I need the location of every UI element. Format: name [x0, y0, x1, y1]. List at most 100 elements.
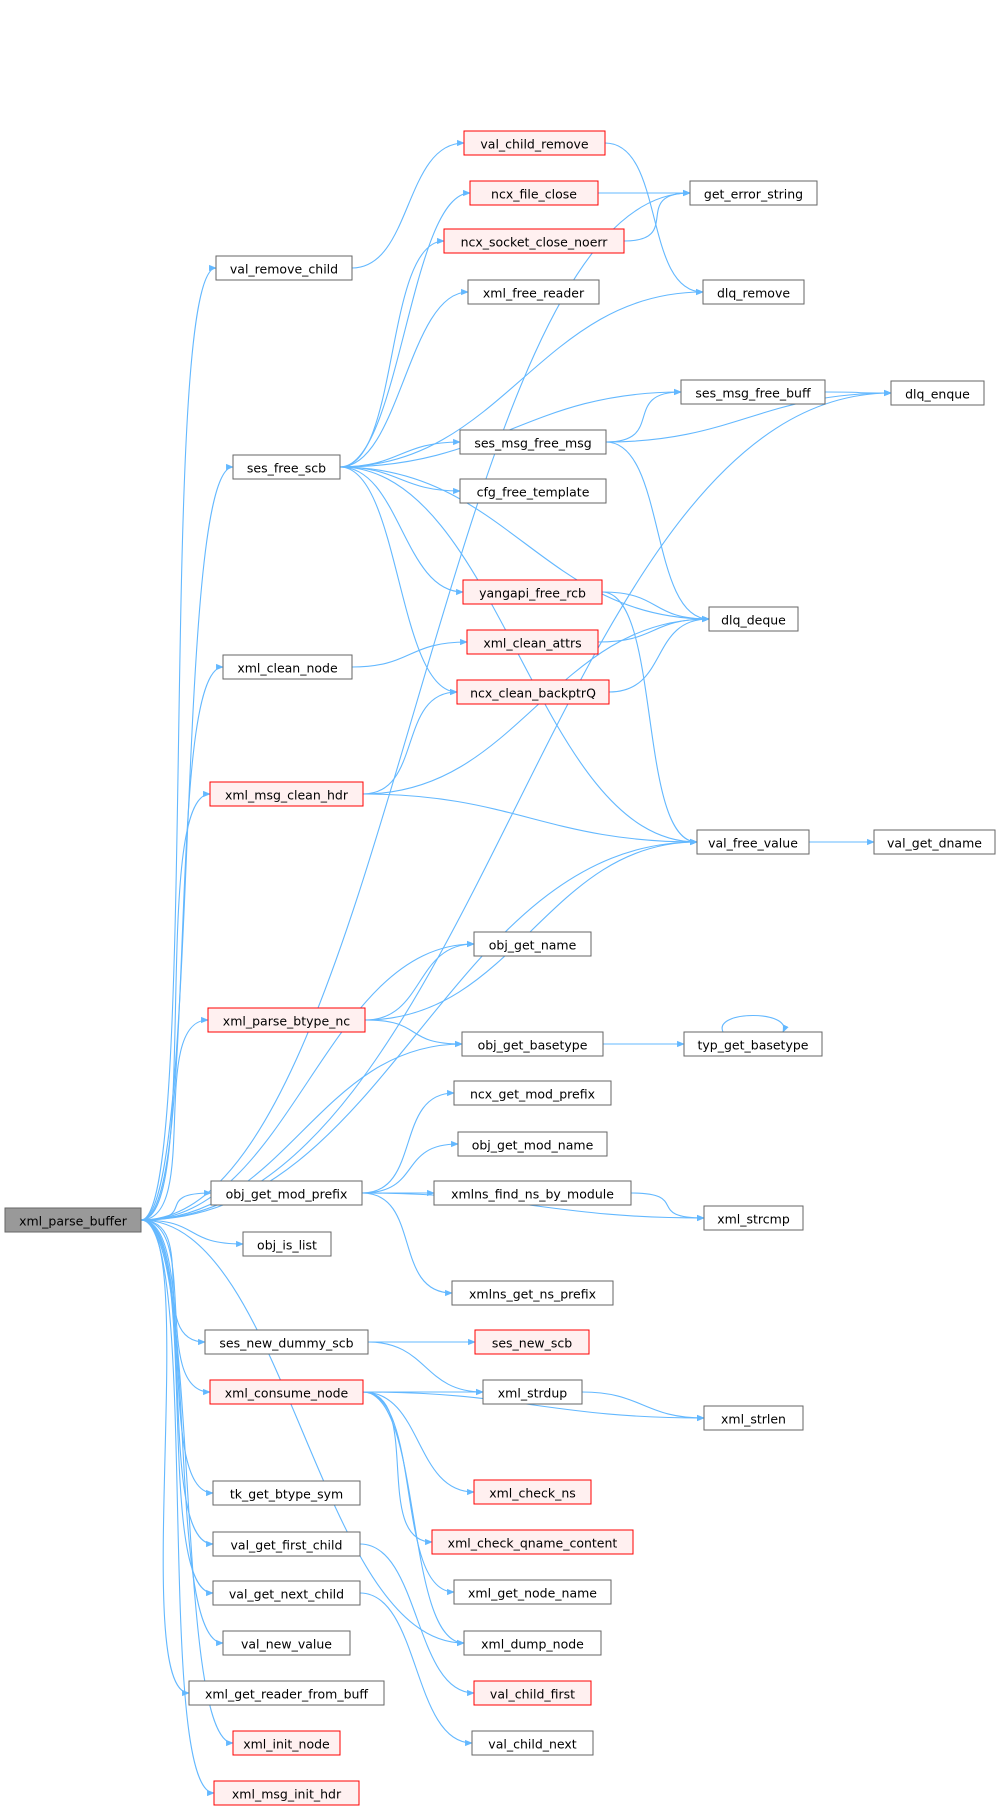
node-xml_check_qname_content[interactable]: xml_check_qname_content	[431, 1529, 634, 1555]
node-box	[209, 781, 364, 807]
node-val_get_first_child[interactable]: val_get_first_child	[212, 1531, 361, 1557]
node-val_remove_child[interactable]: val_remove_child	[215, 255, 353, 281]
edge-xml_consume_node-to-xml_dump_node	[362, 1391, 465, 1647]
node-xml_msg_clean_hdr[interactable]: xml_msg_clean_hdr	[209, 781, 364, 807]
node-label: ses_new_dummy_scb	[219, 1336, 353, 1351]
node-xml_strdup[interactable]: xml_strdup	[482, 1379, 583, 1405]
node-box	[242, 1231, 332, 1257]
node-cfg_free_template[interactable]: cfg_free_template	[459, 478, 607, 504]
node-obj_get_name[interactable]: obj_get_name	[473, 931, 592, 957]
edge-xml_msg_clean_hdr-to-dlq_deque	[362, 615, 710, 795]
node-label: val_remove_child	[230, 262, 338, 277]
node-typ_get_basetype[interactable]: typ_get_basetype	[683, 1031, 823, 1057]
node-obj_get_mod_name[interactable]: obj_get_mod_name	[457, 1131, 608, 1157]
node-val_child_remove[interactable]: val_child_remove	[463, 130, 606, 156]
node-get_error_string[interactable]: get_error_string	[689, 180, 818, 206]
node-xmlns_get_ns_prefix[interactable]: xmlns_get_ns_prefix	[451, 1280, 614, 1306]
node-box	[471, 1730, 594, 1756]
node-obj_get_mod_prefix[interactable]: obj_get_mod_prefix	[210, 1180, 363, 1206]
edge-xml_msg_clean_hdr-to-ncx_clean_backptrQ	[362, 688, 458, 795]
edge-xml_parse_btype_nc-to-val_free_value	[364, 838, 698, 1021]
node-label: obj_get_mod_prefix	[226, 1187, 348, 1202]
node-xml_init_node[interactable]: xml_init_node	[232, 1730, 341, 1756]
node-box	[207, 1007, 366, 1033]
node-xml_clean_attrs[interactable]: xml_clean_attrs	[466, 629, 599, 655]
node-obj_get_basetype[interactable]: obj_get_basetype	[461, 1031, 604, 1057]
node-label: ses_new_scb	[492, 1336, 572, 1351]
edge-xml_parse_buffer-to-xml_dump_node	[140, 1219, 465, 1647]
node-box	[212, 1580, 361, 1606]
node-ses_new_dummy_scb[interactable]: ses_new_dummy_scb	[204, 1329, 369, 1355]
node-xml_clean_node[interactable]: xml_clean_node	[222, 654, 353, 680]
node-xml_check_ns[interactable]: xml_check_ns	[473, 1479, 592, 1505]
node-val_free_value[interactable]: val_free_value	[696, 829, 810, 855]
edge-ses_msg_free_msg-to-ses_msg_free_buff	[605, 388, 682, 443]
node-val_child_next[interactable]: val_child_next	[471, 1730, 594, 1756]
node-ncx_clean_backptrQ[interactable]: ncx_clean_backptrQ	[456, 679, 610, 705]
node-xml_parse_buffer[interactable]: xml_parse_buffer	[4, 1207, 142, 1233]
node-box	[232, 454, 341, 480]
node-ses_new_scb[interactable]: ses_new_scb	[474, 1329, 590, 1355]
node-box	[708, 606, 799, 632]
node-val_child_first[interactable]: val_child_first	[473, 1680, 592, 1706]
node-label: dlq_enque	[905, 387, 970, 402]
node-xml_get_node_name[interactable]: xml_get_node_name	[453, 1579, 612, 1605]
node-box	[703, 1405, 804, 1431]
node-tk_get_btype_sym[interactable]: tk_get_btype_sym	[212, 1480, 361, 1506]
node-box	[453, 1579, 612, 1605]
edge-typ_get_basetype-to-typ_get_basetype	[721, 1014, 789, 1033]
node-xml_free_reader[interactable]: xml_free_reader	[467, 279, 600, 305]
node-label: ncx_socket_close_noerr	[461, 235, 609, 250]
edge-xml_parse_buffer-to-xml_consume_node	[140, 1219, 211, 1396]
node-val_get_dname[interactable]: val_get_dname	[873, 829, 996, 855]
node-ncx_get_mod_prefix[interactable]: ncx_get_mod_prefix	[453, 1080, 612, 1106]
edge-xml_parse_buffer-to-obj_get_mod_prefix	[140, 1189, 212, 1221]
node-box	[890, 380, 985, 406]
node-label: ncx_file_close	[491, 187, 577, 202]
node-val_new_value[interactable]: val_new_value	[222, 1630, 351, 1656]
node-dlq_remove[interactable]: dlq_remove	[702, 279, 805, 305]
edge-ncx_clean_backptrQ-to-dlq_deque	[608, 615, 710, 693]
node-xmlns_find_ns_by_module[interactable]: xmlns_find_ns_by_module	[433, 1180, 632, 1206]
node-xml_parse_btype_nc[interactable]: xml_parse_btype_nc	[207, 1007, 366, 1033]
node-ses_msg_free_buff[interactable]: ses_msg_free_buff	[680, 379, 826, 405]
node-xml_get_reader_from_buff[interactable]: xml_get_reader_from_buff	[188, 1680, 385, 1706]
edge-xml_msg_clean_hdr-to-val_free_value	[362, 793, 698, 846]
node-xml_strcmp[interactable]: xml_strcmp	[703, 1205, 804, 1231]
node-ncx_file_close[interactable]: ncx_file_close	[469, 180, 599, 206]
node-ses_free_scb[interactable]: ses_free_scb	[232, 454, 341, 480]
edge-ses_free_scb-to-ses_msg_free_msg	[339, 438, 461, 468]
node-xml_strlen[interactable]: xml_strlen	[703, 1405, 804, 1431]
node-label: tk_get_btype_sym	[230, 1487, 343, 1502]
node-xml_msg_init_hdr[interactable]: xml_msg_init_hdr	[213, 1780, 360, 1806]
node-label: ses_msg_free_buff	[695, 386, 811, 401]
node-box	[451, 1280, 614, 1306]
node-label: typ_get_basetype	[698, 1038, 809, 1053]
node-xml_consume_node[interactable]: xml_consume_node	[209, 1379, 364, 1405]
node-yangapi_free_rcb[interactable]: yangapi_free_rcb	[462, 579, 603, 605]
node-box	[463, 1630, 602, 1656]
node-label: obj_get_mod_name	[472, 1138, 594, 1153]
node-dlq_deque[interactable]: dlq_deque	[708, 606, 799, 632]
node-xml_dump_node[interactable]: xml_dump_node	[463, 1630, 602, 1656]
edge-xml_parse_buffer-to-val_get_first_child	[140, 1219, 214, 1548]
node-dlq_enque[interactable]: dlq_enque	[890, 380, 985, 406]
edge-xml_parse_buffer-to-val_new_value	[140, 1219, 224, 1647]
node-obj_is_list[interactable]: obj_is_list	[242, 1231, 332, 1257]
node-box	[474, 1329, 590, 1355]
node-label: val_get_next_child	[229, 1587, 344, 1602]
edge-xml_clean_attrs-to-dlq_deque	[597, 615, 710, 643]
node-box	[222, 1630, 351, 1656]
node-box	[703, 1205, 804, 1231]
edge-xml_parse_buffer-to-dlq_enque	[140, 389, 892, 1221]
edge-obj_get_mod_prefix-to-obj_get_mod_name	[361, 1140, 459, 1194]
node-ncx_socket_close_noerr[interactable]: ncx_socket_close_noerr	[443, 228, 625, 254]
edge-xml_parse_buffer-to-xml_clean_node	[140, 663, 224, 1221]
node-val_get_next_child[interactable]: val_get_next_child	[212, 1580, 361, 1606]
node-ses_msg_free_msg[interactable]: ses_msg_free_msg	[459, 429, 607, 455]
node-box	[457, 1131, 608, 1157]
node-box	[463, 130, 606, 156]
edge-xml_strdup-to-xml_strlen	[581, 1391, 705, 1422]
node-box	[213, 1780, 360, 1806]
edge-xml_consume_node-to-xml_check_ns	[362, 1391, 475, 1496]
